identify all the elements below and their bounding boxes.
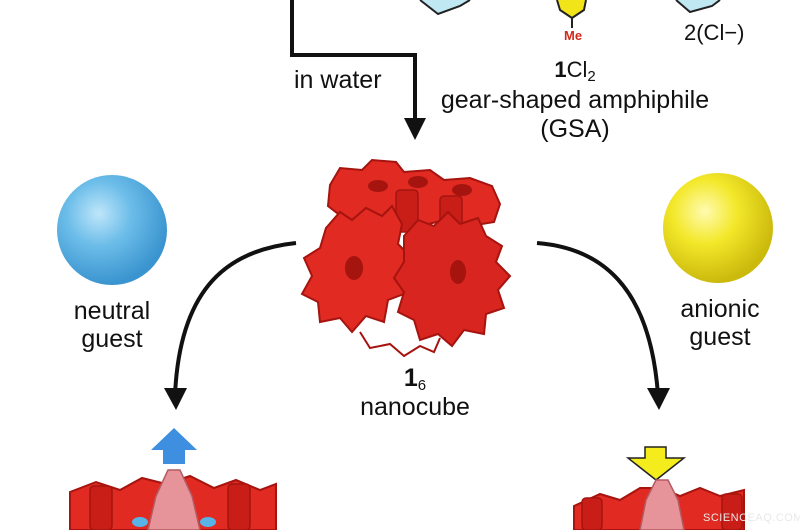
arrow-to-neutral-complex-head bbox=[164, 388, 187, 410]
molecule-abbrev: (GSA) bbox=[540, 115, 610, 143]
arrow-to-anionic-complex bbox=[536, 241, 660, 396]
molecule-id-subscript: 2 bbox=[587, 68, 596, 85]
anionic-complex-illustration bbox=[573, 479, 745, 530]
molecule-partial-rings bbox=[419, 0, 721, 28]
in-water-label: in water bbox=[294, 66, 382, 94]
nanocube-name: nanocube bbox=[360, 393, 470, 421]
anionic-guest-sphere bbox=[663, 173, 773, 283]
molecule-id-formula: Cl bbox=[566, 57, 588, 82]
anionic-guest-line1: anionic bbox=[680, 295, 760, 323]
neutral-complex-illustration bbox=[69, 469, 277, 530]
neutral-guest-sphere bbox=[57, 175, 167, 285]
watermark: SCIENCEAQ.COM bbox=[703, 512, 800, 524]
methyl-label: Me bbox=[564, 28, 583, 43]
nanocube-id-number: 1 bbox=[403, 364, 418, 392]
counterion-label: 2(Cl−) bbox=[684, 20, 745, 45]
up-arrow-icon bbox=[151, 428, 197, 464]
nanocube-id-subscript: 6 bbox=[417, 377, 427, 394]
arrow-to-anionic-complex-head bbox=[647, 388, 670, 410]
nanocube-id: 16 bbox=[360, 364, 470, 400]
anionic-guest-line2: guest bbox=[689, 323, 751, 351]
in-water-arrow-head bbox=[404, 118, 426, 140]
in-water-arrow bbox=[290, 0, 417, 125]
nanocube-illustration bbox=[300, 158, 512, 358]
arrow-to-neutral-complex bbox=[173, 241, 297, 396]
molecule-id: 1Cl2 bbox=[520, 57, 630, 89]
down-arrow-icon bbox=[625, 446, 687, 481]
molecule-name: gear-shaped amphiphile bbox=[440, 86, 710, 114]
molecule-id-number: 1 bbox=[554, 57, 567, 82]
neutral-guest-line1: neutral bbox=[73, 297, 151, 325]
neutral-guest-line2: guest bbox=[81, 325, 143, 353]
